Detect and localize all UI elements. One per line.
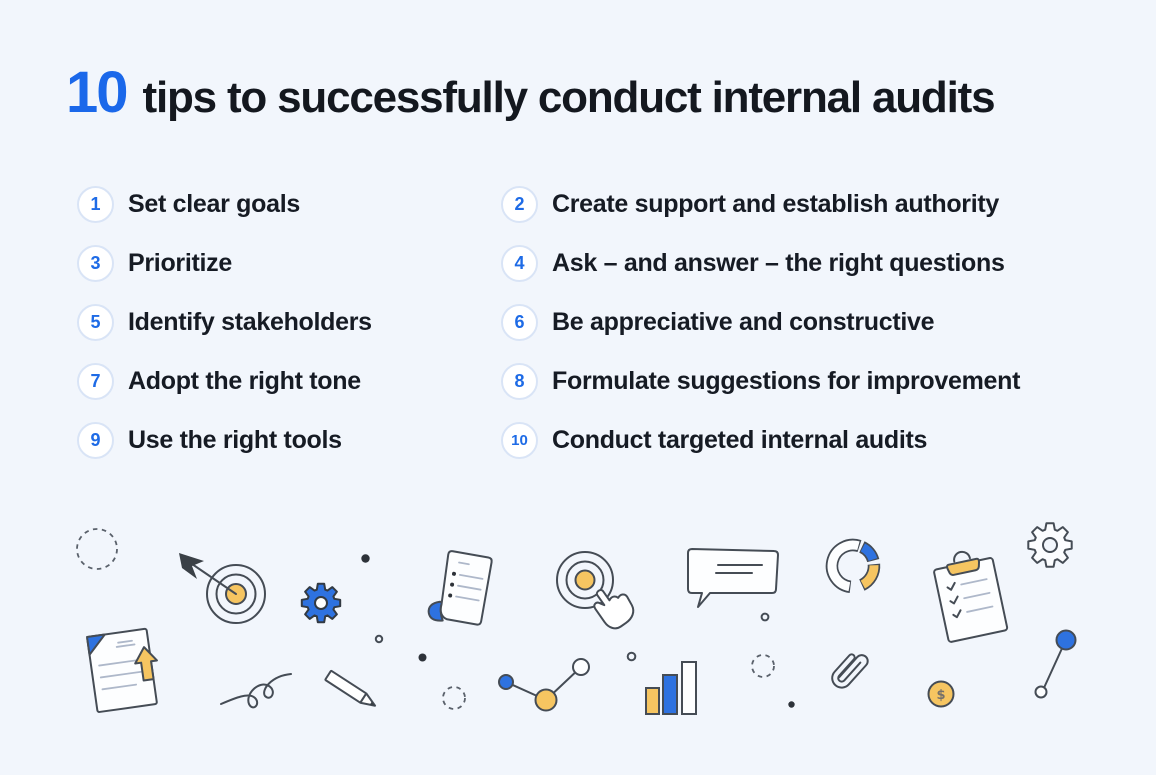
gear-icon <box>300 582 342 624</box>
tip-item: 2 Create support and establish authority <box>501 186 1020 223</box>
title-number: 10 <box>66 60 128 125</box>
clipboard-checklist-icon <box>926 549 1014 645</box>
target-arrow-icon <box>176 550 268 628</box>
tip-number-badge: 1 <box>77 186 114 223</box>
tip-label: Set clear goals <box>128 190 300 218</box>
tip-label: Prioritize <box>128 249 232 277</box>
line-chart-icon <box>495 653 591 713</box>
tip-number-badge: 10 <box>501 422 538 459</box>
tip-label: Adopt the right tone <box>128 367 361 395</box>
scatter-dots-icon <box>361 554 370 563</box>
tip-number-badge: 6 <box>501 304 538 341</box>
dashed-circle-icon <box>440 684 468 712</box>
tip-number-badge: 4 <box>501 245 538 282</box>
dashed-circle-icon <box>749 652 777 680</box>
tip-number-badge: 5 <box>77 304 114 341</box>
tip-item: 3 Prioritize <box>77 245 372 282</box>
target-hand-icon <box>549 546 651 632</box>
tip-label: Identify stakeholders <box>128 308 372 336</box>
tip-item: 10 Conduct targeted internal audits <box>501 422 1020 459</box>
tip-item: 1 Set clear goals <box>77 186 372 223</box>
tip-item: 4 Ask – and answer – the right questions <box>501 245 1020 282</box>
tip-label: Formulate suggestions for improvement <box>552 367 1021 395</box>
scatter-dots-icon <box>418 653 427 662</box>
tip-number-badge: 9 <box>77 422 114 459</box>
bar-chart-icon <box>643 659 705 717</box>
page-title: 10 tips to successfully conduct internal… <box>66 60 996 125</box>
document-upload-icon <box>78 626 173 714</box>
scatter-dots-icon <box>760 612 770 622</box>
speech-bubble-icon <box>678 545 782 611</box>
scatter-dots-icon <box>374 634 384 644</box>
tip-item: 5 Identify stakeholders <box>77 304 372 341</box>
checklist-paper-icon <box>424 548 506 636</box>
title-text: tips to successfully conduct internal au… <box>142 73 996 122</box>
tip-label: Ask – and answer – the right questions <box>552 249 1005 277</box>
tip-number-badge: 2 <box>501 186 538 223</box>
gear-outline-icon <box>1026 521 1074 569</box>
tip-number-badge: 8 <box>501 363 538 400</box>
paperclip-icon <box>826 646 876 700</box>
squiggle-icon <box>219 668 297 718</box>
tip-item: 9 Use the right tools <box>77 422 372 459</box>
tips-column-left: 1 Set clear goals 3 Prioritize 5 Identif… <box>77 186 372 481</box>
tip-number-badge: 3 <box>77 245 114 282</box>
donut-chart-icon <box>820 535 886 599</box>
tip-item: 8 Formulate suggestions for improvement <box>501 363 1020 400</box>
dollar-symbol: $ <box>936 688 945 703</box>
scatter-dots-icon <box>626 651 637 662</box>
scatter-dots-icon <box>788 701 795 708</box>
tip-label: Be appreciative and constructive <box>552 308 935 336</box>
tip-label: Create support and establish authority <box>552 190 1000 218</box>
pencil-icon <box>321 666 385 718</box>
tip-item: 6 Be appreciative and constructive <box>501 304 1020 341</box>
dollar-coin-icon: $ <box>924 678 962 712</box>
tip-item: 7 Adopt the right tone <box>77 363 372 400</box>
tip-label: Use the right tools <box>128 426 342 454</box>
dashed-circle-icon <box>74 526 120 572</box>
tip-number-badge: 7 <box>77 363 114 400</box>
pin-icon <box>1031 626 1079 700</box>
tip-label: Conduct targeted internal audits <box>552 426 928 454</box>
tips-column-right: 2 Create support and establish authority… <box>501 186 1020 481</box>
